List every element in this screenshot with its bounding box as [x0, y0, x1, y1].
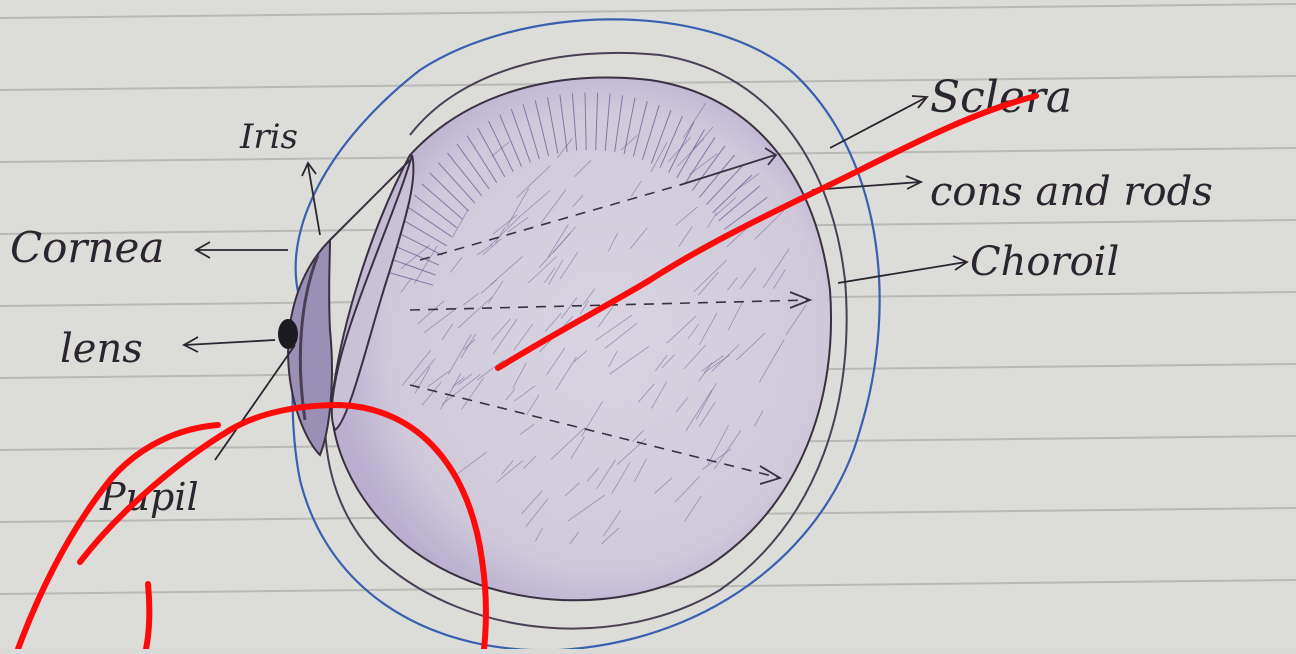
label-iris: Iris: [239, 117, 298, 157]
red-short-stroke: [146, 584, 149, 649]
pupil-dot: [278, 319, 298, 349]
label-cornea: Cornea: [10, 223, 164, 272]
label-choroid: Choroil: [970, 239, 1119, 285]
label-lens: lens: [60, 326, 143, 372]
label-cones-rods: cons and rods: [930, 169, 1213, 215]
label-pupil: Pupil: [99, 475, 199, 519]
label-sclera: Sclera: [930, 72, 1072, 123]
